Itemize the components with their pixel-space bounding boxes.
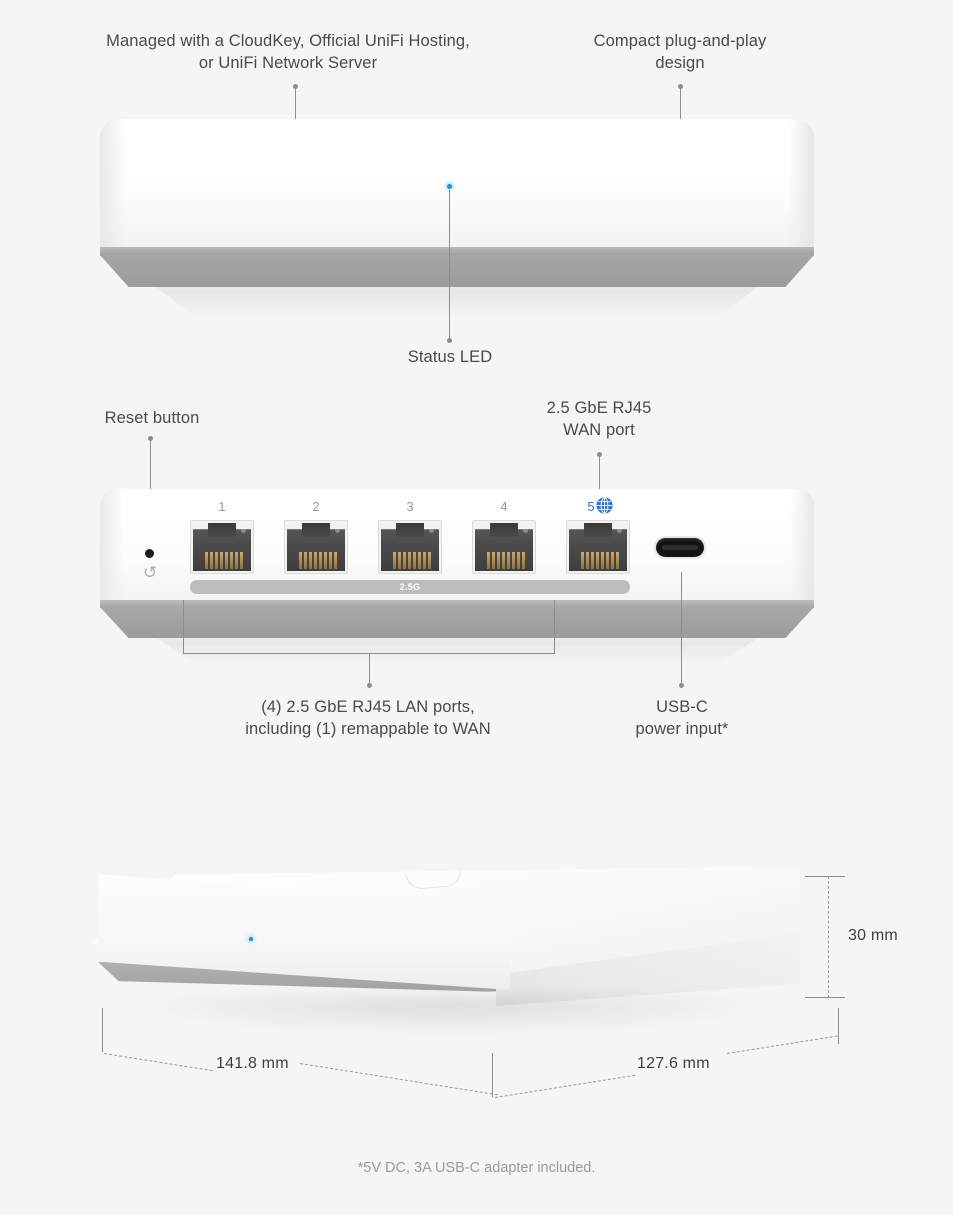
device-front-view (100, 119, 814, 317)
rj45-port-1[interactable] (190, 520, 254, 574)
leader-line-status-led (449, 190, 450, 341)
usb-c-port[interactable] (656, 538, 704, 557)
rj45-link-led (523, 528, 528, 533)
device-iso-shadow (130, 994, 770, 1034)
callout-lan-ports: (4) 2.5 GbE RJ45 LAN ports, including (1… (245, 698, 491, 738)
rj45-shoulder-right (235, 523, 251, 530)
dim-width-line-right (299, 1063, 498, 1096)
rj45-latch (302, 523, 330, 538)
callout-usb-power-input: USB-C power input* (635, 698, 729, 738)
port-number-3: 3 (406, 499, 414, 514)
rj45-shoulder-left (569, 523, 585, 530)
rj45-latch (584, 523, 612, 538)
rj45-shoulder-left (381, 523, 397, 530)
rj45-latch (208, 523, 236, 538)
device-front-rim (100, 247, 814, 256)
leader-line-compact (680, 86, 681, 120)
device-rear-view: ↺ 1 2 3 4 5 (100, 489, 814, 664)
port-number-2: 2 (312, 499, 320, 514)
dim-height-cap-top (805, 876, 845, 877)
device-rear-base (100, 607, 814, 638)
dim-label-width: 141.8 mm (216, 1055, 289, 1072)
rj45-shoulder-right (423, 523, 439, 530)
callout-compact-design: Compact plug-and-play design (593, 32, 767, 72)
rj45-link-led (429, 528, 434, 533)
rj45-shoulder-right (329, 523, 345, 530)
rj45-pins (581, 552, 619, 569)
device-isometric-view (90, 866, 800, 1034)
port-number-1: 1 (218, 499, 226, 514)
rj45-cavity (287, 523, 345, 571)
rj45-shoulder-left (193, 523, 209, 530)
rj45-link-led (241, 528, 246, 533)
dim-depth-line-left (494, 1074, 636, 1098)
rj45-shoulder-left (475, 523, 491, 530)
rj45-pins (393, 552, 431, 569)
rj45-pins (205, 552, 243, 569)
dim-width-tick (102, 1008, 103, 1052)
port-number-4: 4 (500, 499, 508, 514)
rj45-link-led (617, 528, 622, 533)
status-led-indicator (447, 184, 452, 189)
leader-dot-usb-power (679, 683, 684, 688)
globe-icon (596, 497, 613, 519)
rj45-cavity (475, 523, 533, 571)
leader-line-managed (295, 86, 296, 120)
leader-dot-status-led (447, 338, 452, 343)
device-rear-reflection (156, 638, 758, 664)
rj45-pins (487, 552, 525, 569)
rj45-cavity (193, 523, 251, 571)
leader-line-usb-power (681, 572, 682, 686)
dim-width-line-left (103, 1053, 213, 1072)
rj45-port-3[interactable] (378, 520, 442, 574)
footnote-power-adapter: *5V DC, 3A USB-C adapter included. (357, 1160, 596, 1176)
speed-bar-2-5g: 2.5G (190, 580, 630, 594)
dim-depth-tick (838, 1008, 839, 1044)
rj45-shoulder-left (287, 523, 303, 530)
leader-dot-managed (293, 84, 298, 89)
device-front-base (100, 255, 814, 287)
reset-circular-arrow-icon: ↺ (143, 563, 158, 582)
leader-line-lan-ports (369, 654, 370, 686)
port-number-5: 5 (587, 499, 595, 514)
callout-managed-with-cloudkey: Managed with a CloudKey, Official UniFi … (106, 32, 470, 72)
rj45-shoulder-right (517, 523, 533, 530)
callout-wan-port: 2.5 GbE RJ45 WAN port (546, 399, 652, 439)
leader-dot-wan (597, 452, 602, 457)
rj45-cavity (569, 523, 627, 571)
rj45-port-2[interactable] (284, 520, 348, 574)
rj45-cavity (381, 523, 439, 571)
device-rear-rim (100, 600, 814, 608)
rj45-latch (490, 523, 518, 538)
rj45-link-led (335, 528, 340, 533)
dim-height-line (828, 876, 829, 998)
rj45-port-4[interactable] (472, 520, 536, 574)
dim-center-tick (492, 1053, 493, 1097)
callout-reset-button: Reset button (104, 409, 200, 427)
dim-label-depth: 127.6 mm (637, 1055, 710, 1072)
leader-dot-lan-ports (367, 683, 372, 688)
rj45-port-5-wan[interactable] (566, 520, 630, 574)
leader-dot-compact (678, 84, 683, 89)
dim-height-cap-bottom (805, 997, 845, 998)
device-front-shell (100, 119, 814, 251)
dim-label-height: 30 mm (848, 927, 898, 944)
rj45-shoulder-right (611, 523, 627, 530)
leader-dot-reset (148, 436, 153, 441)
callout-status-led: Status LED (407, 348, 493, 366)
device-front-reflection (156, 287, 758, 317)
dim-depth-line-right (726, 1035, 838, 1054)
status-led-indicator-iso (249, 937, 253, 941)
rj45-pins (299, 552, 337, 569)
lan-ports-bracket (183, 600, 555, 654)
leader-line-wan (599, 455, 600, 505)
rj45-latch (396, 523, 424, 538)
reset-button[interactable] (145, 549, 154, 558)
